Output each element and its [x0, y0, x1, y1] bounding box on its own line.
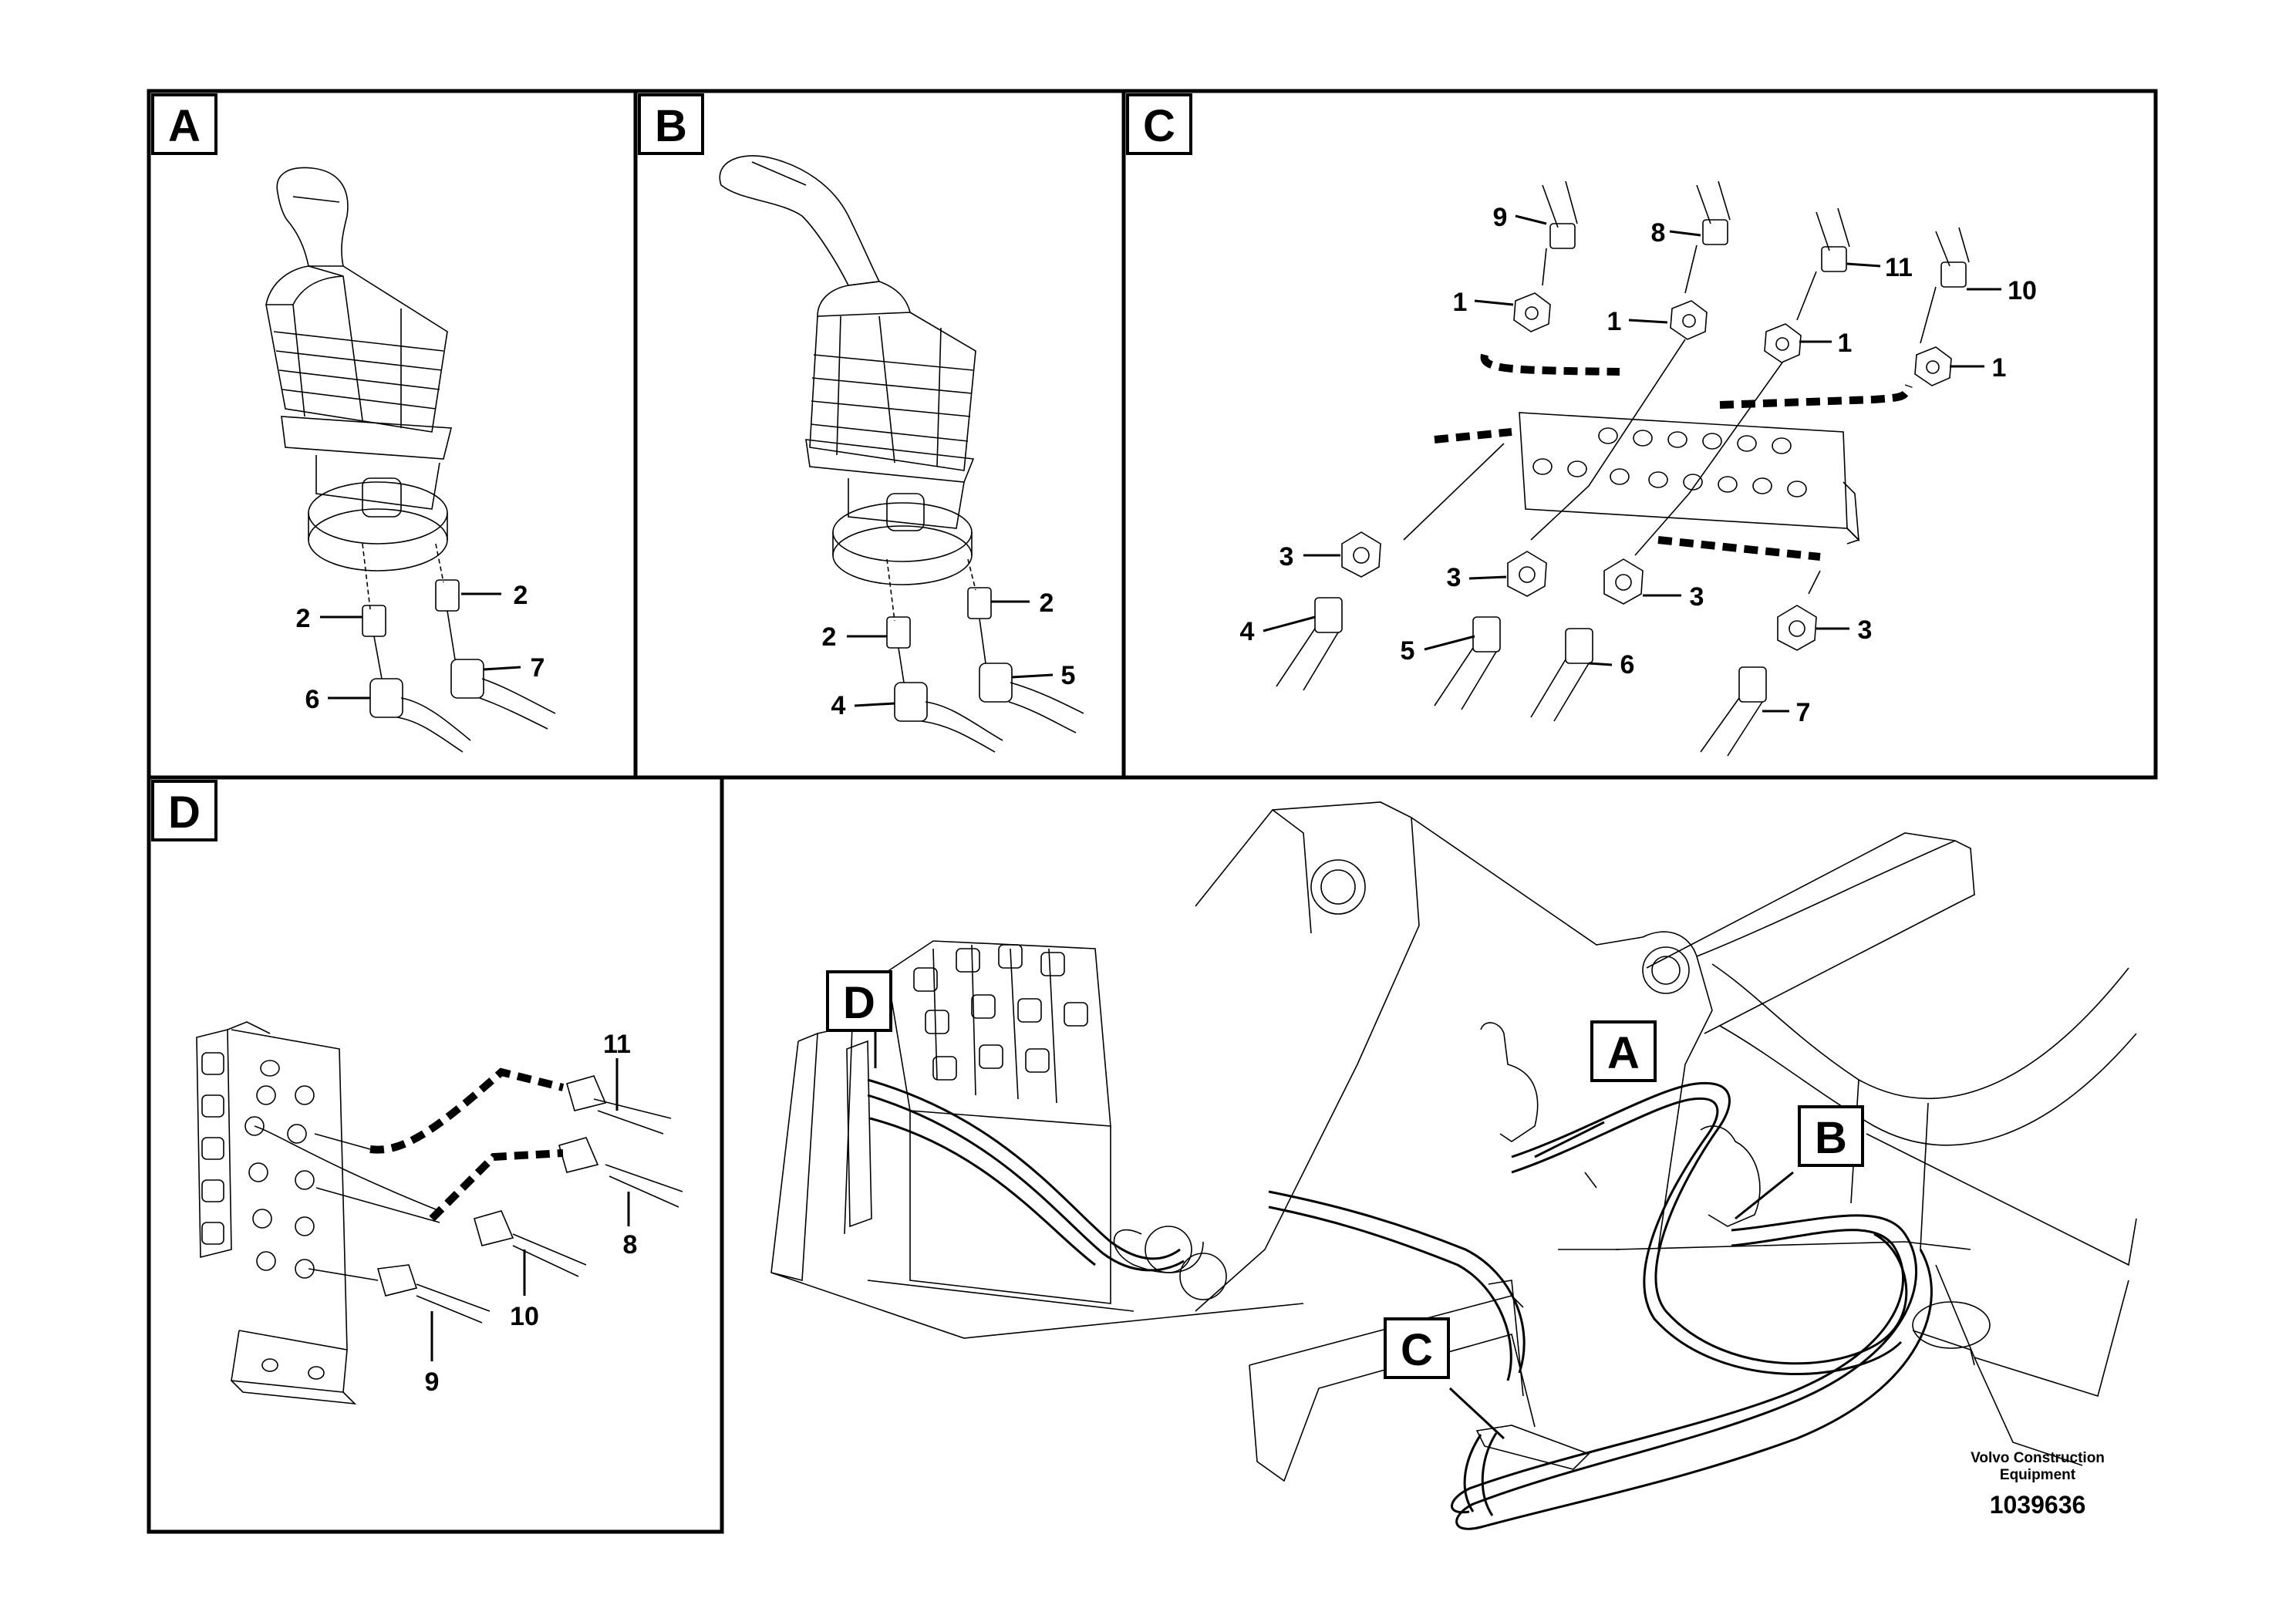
panel-c-dashed-routes [1434, 353, 1913, 561]
callout-c-8: 8 [1651, 218, 1666, 248]
joystick-b-illustration [719, 155, 1084, 753]
callout-b-2-left: 2 [822, 622, 837, 652]
panel-a-callouts: 2 2 7 6 [296, 581, 545, 714]
overview-label-d: D [843, 978, 875, 1028]
callout-c-3-first: 3 [1279, 542, 1294, 572]
overview-label-b: B [1815, 1113, 1847, 1163]
callout-c-1-first: 1 [1453, 288, 1468, 317]
brand-line-2: Equipment [2000, 1467, 2076, 1483]
callout-d-8: 8 [623, 1230, 638, 1259]
callout-c-3-third: 3 [1690, 582, 1704, 612]
overview-tag-c: C [1384, 1317, 1450, 1379]
document-number: 1039636 [1990, 1491, 2086, 1519]
panel-d-callouts: 11 8 10 9 [425, 1030, 638, 1397]
panel-b-callouts: 2 2 5 4 [822, 588, 1076, 720]
overview-label-c: C [1401, 1325, 1433, 1375]
callout-c-4: 4 [1240, 617, 1255, 646]
callout-a-6: 6 [305, 685, 320, 714]
callout-c-1-second: 1 [1607, 307, 1622, 336]
callout-a-2-left: 2 [296, 604, 311, 633]
panel-d-tag: D [151, 780, 217, 841]
panel-a-label: A [168, 101, 201, 151]
overview-callout-leaders [874, 1030, 1794, 1440]
callout-b-5: 5 [1061, 661, 1076, 690]
overview-hoses [867, 1078, 1933, 1530]
valve-block-illustration [196, 1021, 683, 1405]
callout-c-1-third: 1 [1838, 329, 1853, 358]
machine-frame-illustration [770, 801, 2137, 1482]
panel-a-tag: A [151, 93, 217, 155]
callout-b-4: 4 [831, 691, 846, 720]
panel-c-callout-leaders [1263, 214, 2001, 713]
callout-c-11: 11 [1885, 253, 1913, 282]
panel-d-dashed-routes [369, 1067, 565, 1222]
bulkhead-plate-illustration [1276, 180, 1970, 757]
panel-frames [147, 89, 2158, 1534]
overview-tag-d: D [826, 970, 892, 1032]
brand-line-1: Volvo Construction [1971, 1450, 2105, 1466]
panel-d-label: D [168, 787, 201, 838]
callout-d-11: 11 [603, 1030, 631, 1059]
callout-c-3-fourth: 3 [1858, 615, 1873, 645]
callout-c-3-second: 3 [1447, 563, 1462, 592]
footer: Volvo Construction Equipment 1039636 [1971, 1450, 2105, 1519]
callout-c-5: 5 [1401, 636, 1415, 666]
callout-a-2-right: 2 [514, 581, 528, 610]
callout-c-6: 6 [1620, 650, 1635, 679]
callout-d-9: 9 [425, 1367, 440, 1397]
joystick-a-illustration [265, 167, 556, 753]
callout-a-7: 7 [531, 653, 545, 683]
panel-b-tag: B [638, 93, 704, 155]
panel-d-callout-leaders [430, 1058, 630, 1361]
callout-d-10: 10 [510, 1302, 539, 1331]
callout-c-10: 10 [2008, 276, 2037, 305]
overview-tag-a: A [1590, 1020, 1657, 1082]
overview-tag-b: B [1798, 1105, 1864, 1167]
panel-b-label: B [655, 101, 687, 151]
panel-b-callout-leaders [847, 600, 1054, 707]
panel-c-tag: C [1126, 93, 1192, 155]
callout-c-7: 7 [1796, 698, 1811, 727]
callout-b-2-right: 2 [1040, 588, 1054, 618]
panel-c-callouts: 9 8 11 10 1 1 1 1 3 3 3 3 4 5 6 7 [1240, 203, 2037, 727]
panel-a-callout-leaders [320, 592, 521, 700]
callout-c-1-fourth: 1 [1992, 353, 2007, 383]
callout-c-9: 9 [1493, 203, 1508, 232]
panel-c-label: C [1143, 101, 1175, 151]
overview-label-a: A [1607, 1028, 1640, 1078]
